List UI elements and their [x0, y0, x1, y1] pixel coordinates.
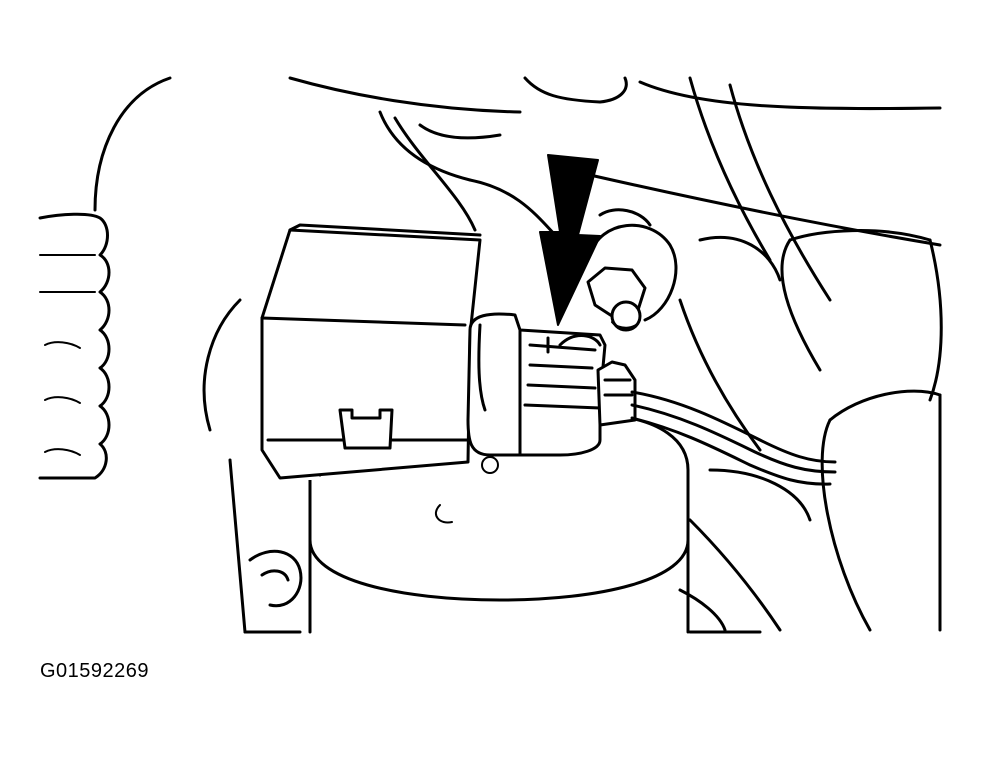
- engine-background: [38, 76, 943, 634]
- electrical-connector: [466, 312, 637, 457]
- module-housing: [260, 223, 482, 480]
- figure-id-label: G01592269: [40, 660, 150, 682]
- wire-harness: [630, 390, 837, 486]
- mounting-nut: [586, 208, 678, 332]
- indicator-arrow-icon: [539, 154, 601, 326]
